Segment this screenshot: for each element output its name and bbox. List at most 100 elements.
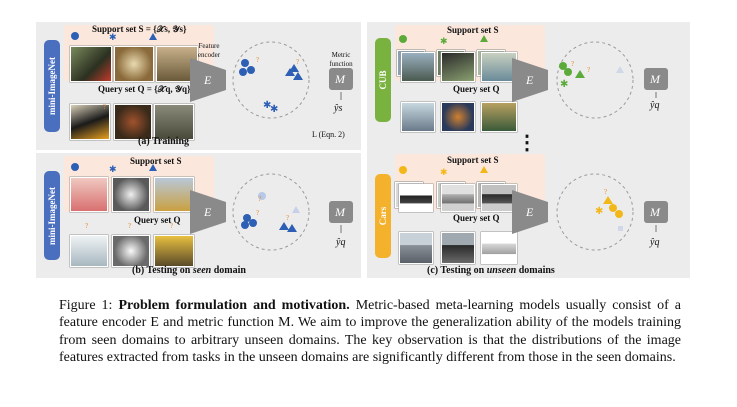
- unknown-marker: ?: [587, 66, 590, 74]
- unknown-marker: ?: [258, 195, 261, 203]
- output-label: ŷq: [649, 100, 659, 111]
- support-set-label: Support set S = {𝒳s, 𝒴s}: [92, 24, 187, 34]
- encoder-symbol: E: [525, 205, 534, 219]
- caption-body: Metric-based meta-learning models usuall…: [59, 298, 681, 366]
- panel-testing-unseen: CUB Support set S Query set Q ⋮ Cars Sup…: [367, 22, 690, 278]
- class-circle: [399, 35, 407, 43]
- encoder-symbol: E: [203, 205, 212, 219]
- class-triangle: [480, 166, 488, 173]
- panel-b-caption: (b) Testing on seen domain: [132, 265, 246, 276]
- class-cross: ✱: [109, 164, 117, 174]
- support-set-label: Support set S: [447, 25, 499, 35]
- query-image-bus: [154, 235, 194, 267]
- class-triangle: [287, 224, 297, 232]
- class-circle: [241, 59, 249, 67]
- metric-symbol: M: [334, 72, 346, 86]
- class-cross: ✱: [270, 104, 278, 115]
- vertical-ellipsis: ⋮: [517, 132, 537, 154]
- class-triangle: [575, 70, 585, 78]
- unknown-marker: ?: [286, 214, 289, 222]
- encoder-block: [190, 190, 226, 234]
- class-triangle: [603, 196, 613, 204]
- encoder-caption: Feature encoder: [197, 42, 221, 59]
- unknown-marker: ?: [85, 222, 88, 230]
- unknown-marker: ?: [103, 103, 106, 111]
- class-circle: [249, 219, 257, 227]
- class-circle: [243, 214, 251, 222]
- query-image-bird-2: [441, 102, 475, 132]
- query-set-label: Query set Q: [453, 84, 500, 94]
- metric-block: [644, 201, 668, 223]
- query-image-bowl: [114, 104, 152, 140]
- panel-c-caption: (c) Testing on unseen domains: [427, 265, 555, 276]
- encoder-symbol: E: [203, 73, 212, 87]
- class-circle: [615, 210, 623, 218]
- metric-symbol: M: [649, 205, 661, 219]
- unknown-marker: ?: [256, 56, 259, 64]
- query-image-car-1: [399, 232, 433, 264]
- domain-bar-cars: Cars: [375, 174, 391, 258]
- query-image-dog: [112, 235, 150, 267]
- support-image-car-1: [399, 184, 433, 212]
- unknown-marker: ?: [604, 188, 607, 196]
- query-set-label: Query set Q = {𝒳q, 𝒴q}: [98, 84, 191, 94]
- encoder-symbol: E: [525, 73, 534, 87]
- class-cross: ✱: [595, 206, 603, 217]
- faded-triangle: [616, 66, 624, 73]
- unknown-marker: ?: [128, 222, 131, 230]
- metric-block: [329, 68, 353, 90]
- support-image-bird-2: [441, 52, 475, 82]
- support-image-bird: [70, 46, 112, 82]
- output-label: ŷq: [649, 237, 659, 248]
- class-triangle: [279, 222, 289, 230]
- query-image-vehicle: [154, 104, 194, 140]
- class-circle: [239, 68, 247, 76]
- query-image-bowl: [70, 235, 108, 267]
- unknown-marker: ?: [256, 209, 259, 217]
- class-triangle: [149, 164, 157, 171]
- domain-bar: mini-ImageNet: [44, 171, 60, 260]
- metric-block: [644, 68, 668, 90]
- support-set-label: Support set S: [447, 155, 499, 165]
- class-circle: [564, 68, 572, 76]
- encoder-block: [512, 190, 548, 234]
- feature-space: [232, 173, 310, 251]
- unknown-marker: ?: [296, 58, 299, 66]
- class-cross: ✱: [440, 36, 448, 46]
- class-triangle: [480, 35, 488, 42]
- support-set-label: Support set S: [130, 156, 182, 166]
- output-label: ŷq: [335, 237, 345, 248]
- caption-title: Problem formulation and motivation.: [118, 298, 350, 313]
- support-image-bird-1: [401, 52, 435, 82]
- class-cross: ✱: [560, 79, 568, 90]
- query-image-toucan: [70, 104, 110, 140]
- faded-square: [618, 226, 623, 231]
- faded-circle: [258, 192, 266, 200]
- class-circle: [399, 166, 407, 174]
- class-triangle: [149, 33, 157, 40]
- class-cross: ✱: [440, 167, 448, 177]
- feature-space: [556, 173, 634, 251]
- metric-caption: Metric function: [329, 51, 353, 68]
- support-image-car-3: [481, 184, 517, 212]
- class-circle: [71, 32, 79, 40]
- support-image-dog: [112, 177, 150, 212]
- support-image-car-2: [441, 184, 475, 212]
- class-circle: [71, 163, 79, 171]
- domain-bar-cub: CUB: [375, 38, 391, 122]
- panel-training: mini-ImageNet Support set S = {𝒳s, 𝒴s} Q…: [36, 22, 361, 150]
- figure-caption: Figure 1: Problem formulation and motiva…: [59, 297, 681, 367]
- class-triangle: [293, 72, 303, 80]
- support-image-bird-3: [481, 52, 517, 82]
- class-circle: [609, 204, 617, 212]
- metric-block: [329, 201, 353, 223]
- faded-triangle: [292, 206, 300, 213]
- query-set-label: Query set Q: [134, 215, 181, 225]
- query-set-label: Query set Q: [453, 213, 500, 223]
- loss-label: L (Eqn. 2): [312, 130, 345, 139]
- query-image-bird-3: [481, 102, 517, 132]
- query-image-car-3: [481, 232, 517, 264]
- feature-space: [232, 41, 310, 119]
- class-cross: ✱: [263, 100, 271, 111]
